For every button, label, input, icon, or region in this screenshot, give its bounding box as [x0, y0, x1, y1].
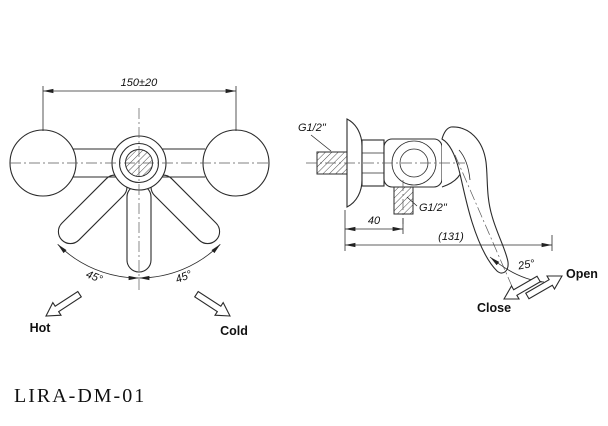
outlet-thread-stub	[393, 186, 414, 215]
lever-angle-label: 25°	[516, 258, 536, 273]
inlet-thread-label: G1/2"	[298, 122, 327, 134]
inlet-thread-callout: G1/2"	[298, 122, 332, 152]
overall-depth-dimension: (131)	[345, 231, 553, 251]
wall-to-outlet-label: 40	[368, 215, 381, 227]
open-label: Open	[566, 267, 598, 281]
swing-angle-dimension: 45° 45°	[57, 244, 221, 287]
cold-direction-arrow	[191, 287, 235, 323]
cold-label: Cold	[220, 324, 248, 338]
outlet-thread-label: G1/2"	[419, 202, 448, 214]
left-angle-label: 45°	[84, 269, 104, 287]
outlet-thread-callout: G1/2"	[406, 196, 448, 214]
connection-arms	[72, 148, 206, 178]
side-view: G1/2" G1/2" 40 (131) 25° Open	[298, 118, 598, 315]
wall-to-outlet-dimension: 40	[344, 210, 404, 251]
hot-label: Hot	[30, 321, 52, 335]
close-label: Close	[477, 301, 511, 315]
front-view: 150±20 45° 45° Hot Cold	[9, 77, 270, 338]
lever-contour-line	[458, 149, 471, 181]
handle-lever	[441, 126, 509, 274]
overall-depth-label: (131)	[438, 231, 464, 243]
center-distance-dimension: 150±20	[42, 77, 237, 131]
center-distance-label: 150±20	[121, 77, 159, 89]
right-angle-label: 45°	[174, 268, 194, 286]
hot-direction-arrow	[41, 287, 85, 323]
model-title: LIRA-DM-01	[14, 385, 146, 407]
